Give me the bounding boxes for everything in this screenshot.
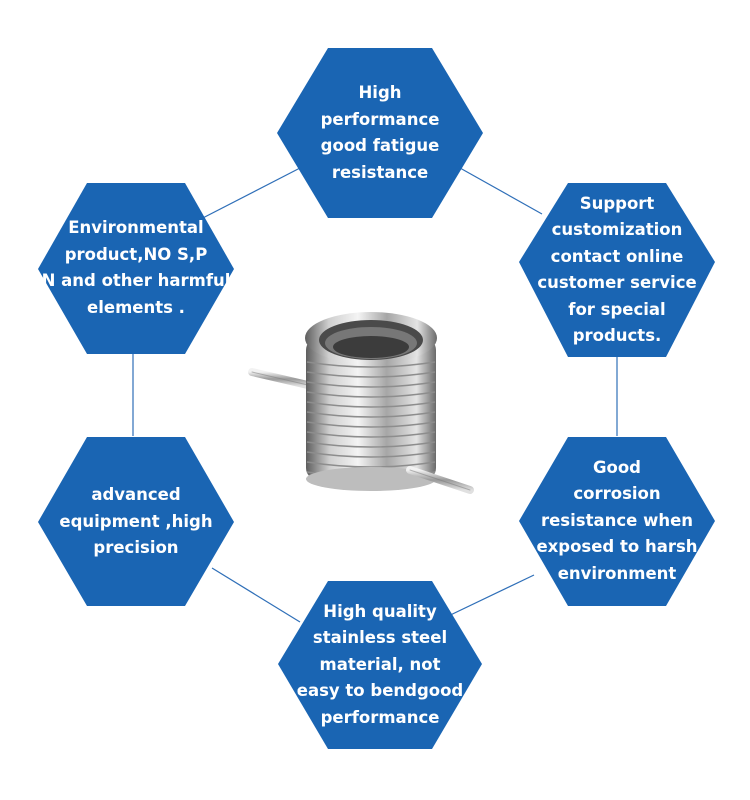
hexagon-upper-left <box>38 183 234 354</box>
feature-top-text: High performance good fatigue resistance <box>320 83 440 182</box>
hexagons <box>38 48 715 749</box>
feature-upper-left-text: Environmental product,NO S,P N and other… <box>41 218 231 317</box>
feature-top: High performance good fatigue resistance <box>290 60 470 206</box>
connector-top-upper-right <box>459 167 543 215</box>
coil-ring <box>306 421 436 428</box>
feature-upper-right-text: Support customization contact online cus… <box>537 193 697 346</box>
feature-lower-left-text: advanced equipment ,high precision <box>59 485 213 558</box>
torsion-spring-image <box>248 312 474 494</box>
coil-ring <box>306 431 436 438</box>
coil-ring <box>306 411 436 418</box>
connector-top-upper-left <box>194 167 301 223</box>
hexagon-bottom <box>278 581 482 749</box>
feature-lower-left: advanced equipment ,high precision <box>42 460 230 584</box>
feature-lower-right: Good corrosion resistance when exposed t… <box>519 448 715 594</box>
connector-bottom-lower-right <box>439 574 535 621</box>
hexagon-lower-right <box>519 437 715 606</box>
coil-ring <box>306 391 436 398</box>
coil-ring <box>306 361 436 368</box>
feature-lower-right-text: Good corrosion resistance when exposed t… <box>536 457 698 583</box>
hexagon-upper-right <box>519 183 715 357</box>
coil-ring <box>306 371 436 378</box>
feature-upper-left: Environmental product,NO S,P N and other… <box>36 200 236 336</box>
connector-lines <box>132 167 618 623</box>
coil-ring <box>306 401 436 408</box>
hexagon-lower-left <box>38 437 234 606</box>
feature-upper-right: Support customization contact online cus… <box>519 187 715 353</box>
coil-ring <box>306 451 436 458</box>
hexagon-top <box>277 48 483 218</box>
connector-bottom-lower-left <box>211 567 301 623</box>
feature-bottom: High quality stainless steel material, n… <box>285 592 475 738</box>
feature-bottom-text: High quality stainless steel material, n… <box>296 601 464 727</box>
coil-ring <box>306 381 436 388</box>
coil-ring <box>306 441 436 448</box>
